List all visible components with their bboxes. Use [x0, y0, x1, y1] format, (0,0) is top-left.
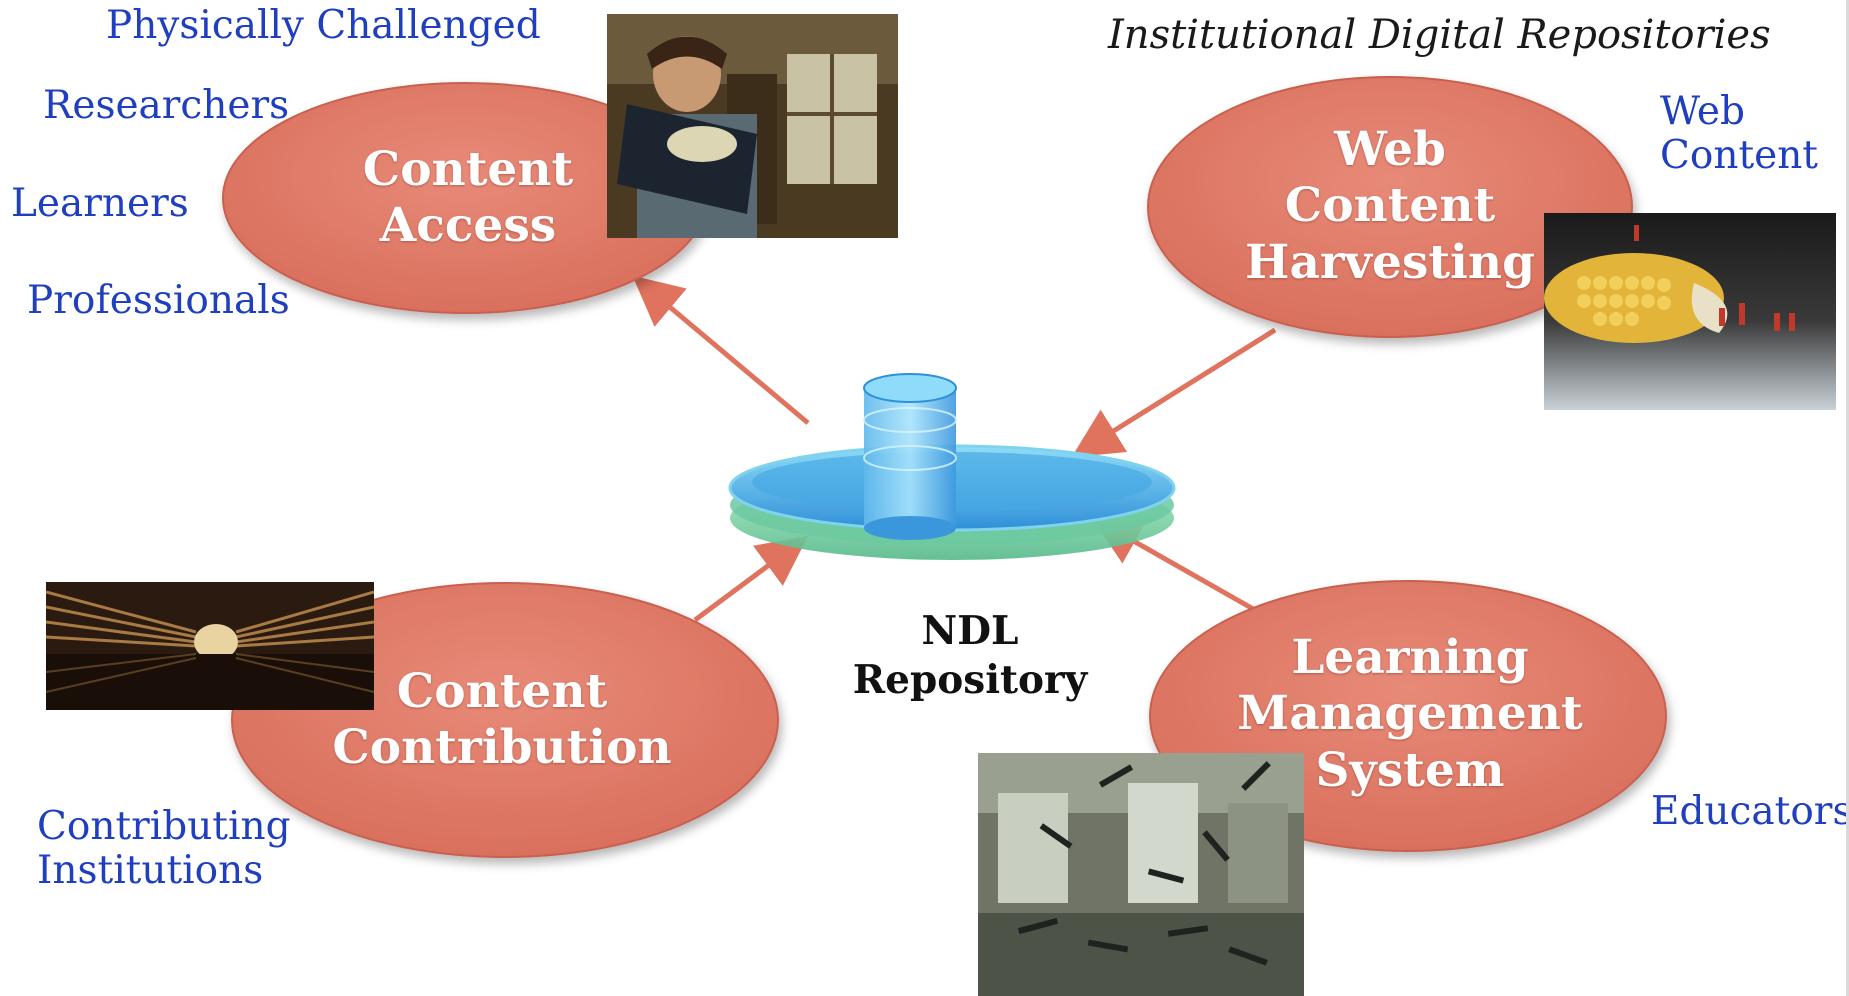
- boy-reading-book-photo: [607, 14, 898, 238]
- content-access-label: Content Access: [333, 142, 603, 255]
- arrow-from-web-harvesting: [1071, 327, 1277, 458]
- label-contributing-institutions: Contributing Institutions: [37, 805, 291, 892]
- web-harvesting-bubble: [1147, 76, 1633, 338]
- web-harvesting-label: Web Content Harvesting: [1230, 122, 1550, 291]
- arrow-to-content-access: [632, 275, 810, 425]
- arrow-from-content-contribution: [693, 536, 809, 623]
- database-disk-icon: [728, 373, 1176, 560]
- label-learners: Learners: [11, 181, 189, 226]
- right-edge-divider: [1846, 0, 1849, 996]
- label-web-content-line1: Web: [1660, 89, 1745, 134]
- label-researchers: Researchers: [43, 83, 290, 128]
- label-contributing-line1: Contributing: [37, 804, 291, 849]
- content-access-line1: Content: [362, 142, 574, 197]
- label-physically-challenged: Physically Challenged: [106, 3, 541, 48]
- label-educators: Educators: [1651, 789, 1849, 834]
- lms-label: Learning Management System: [1230, 630, 1590, 799]
- corn-photo: [1544, 213, 1836, 410]
- content-contribution-label: Content Contribution: [322, 664, 682, 777]
- lms-line3: System: [1315, 742, 1505, 798]
- label-web-content: Web Content: [1660, 90, 1818, 177]
- reading-photo: [607, 14, 898, 238]
- ndl-line2: Repository: [852, 656, 1088, 703]
- chaotic-classroom-photo: [978, 753, 1304, 996]
- lms-line2: Management: [1237, 686, 1583, 742]
- ndl-line1: NDL: [921, 608, 1019, 654]
- content-contribution-line1: Content: [396, 664, 608, 719]
- top-caption: Institutional Digital Repositories: [1108, 12, 1771, 58]
- web-harvesting-line3: Harvesting: [1245, 234, 1535, 290]
- corn-harvest-miniature-photo: [1544, 213, 1836, 410]
- content-access-line2: Access: [379, 198, 557, 254]
- library-photo: [46, 582, 374, 710]
- library-tunnel-photo: [46, 582, 374, 710]
- web-harvesting-line1: Web: [1334, 122, 1446, 177]
- label-contributing-line2: Institutions: [37, 847, 264, 893]
- ndl-repository-label: NDL Repository: [820, 607, 1120, 705]
- label-web-content-line2: Content: [1660, 132, 1818, 178]
- classroom-photo: [978, 753, 1304, 996]
- content-contribution-line2: Contribution: [332, 720, 672, 776]
- lms-line1: Learning: [1291, 630, 1529, 685]
- web-harvesting-line2: Content: [1284, 178, 1496, 234]
- label-professionals: Professionals: [27, 278, 290, 323]
